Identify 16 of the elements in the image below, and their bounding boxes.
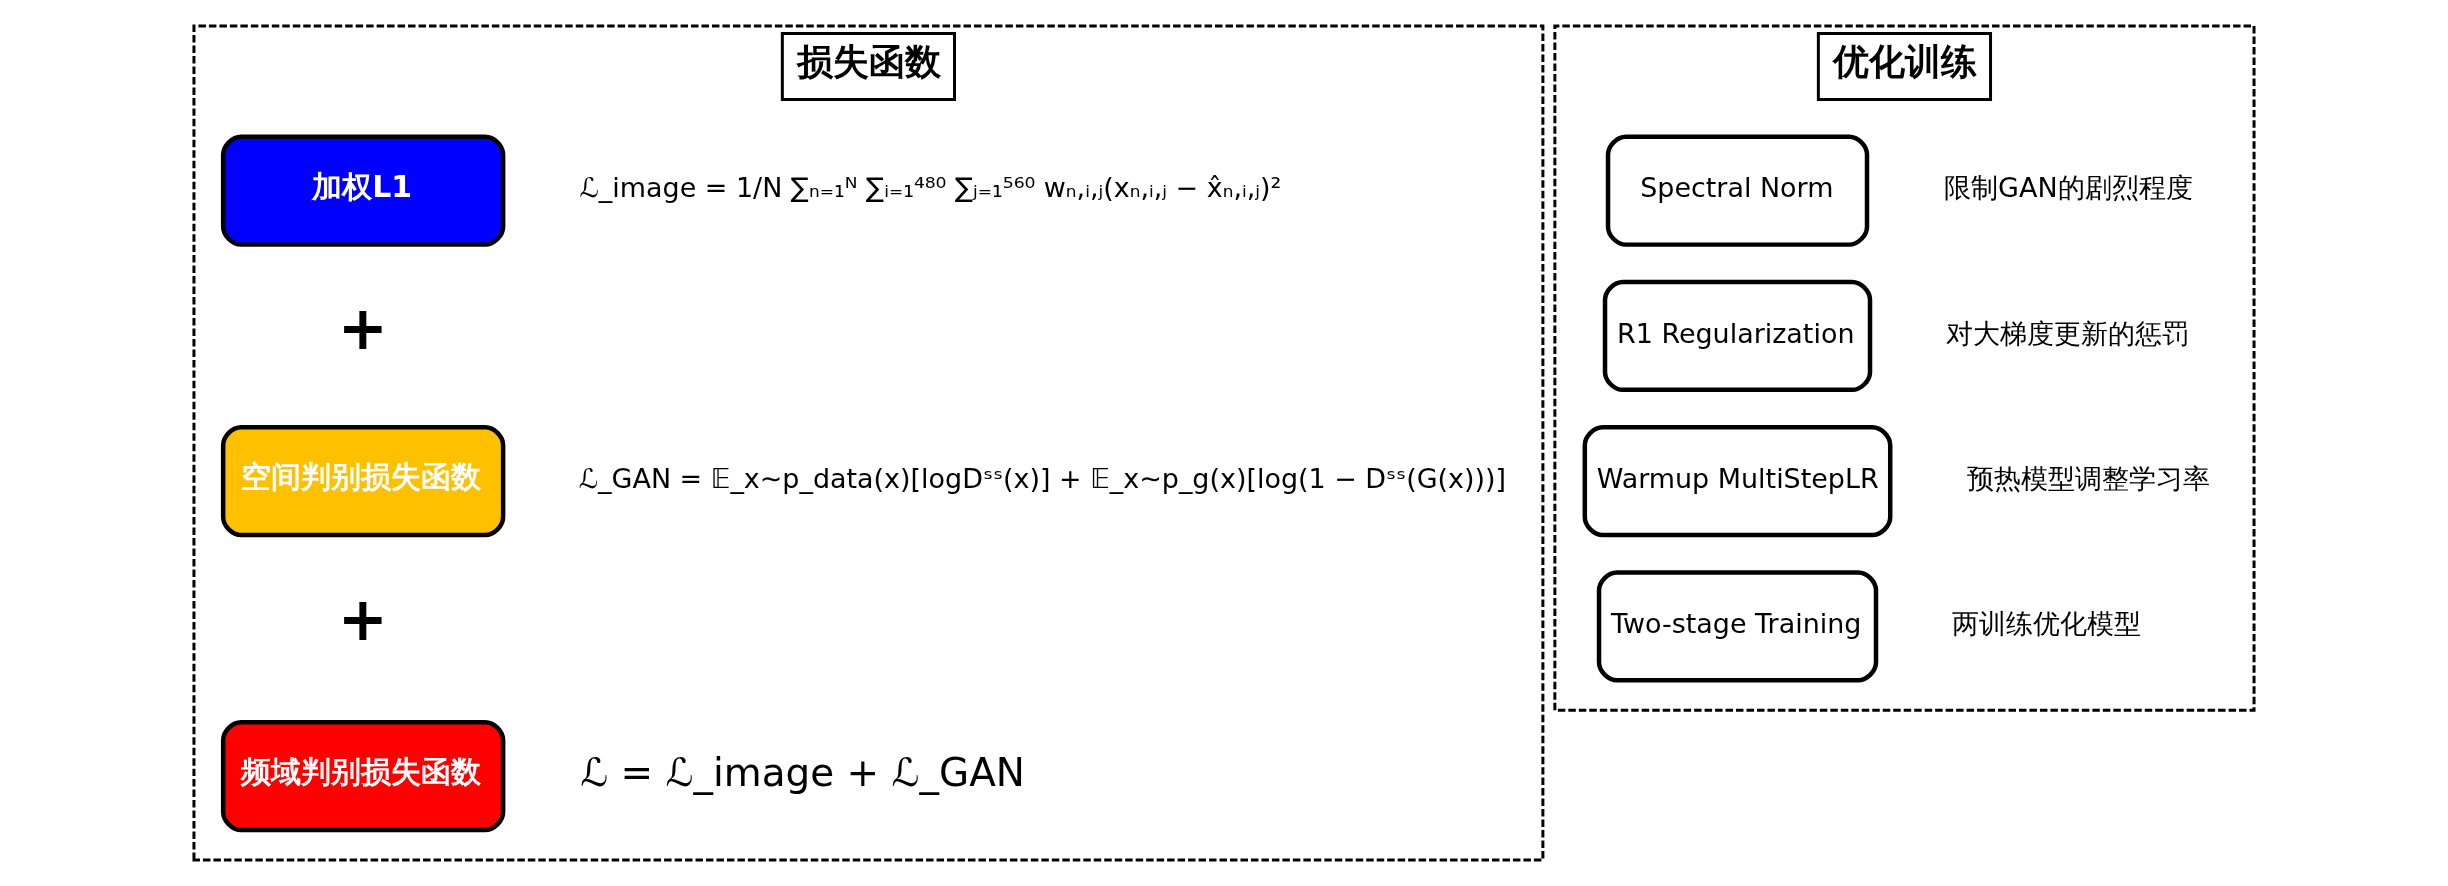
node-box: Warmup MultiStepLR [1582, 425, 1893, 538]
label: + [337, 583, 388, 654]
node-label: 预热模型调整学习率 [1967, 462, 2211, 494]
node-box: 空间判别损失函数 [220, 425, 506, 538]
node-label: 两训练优化模型 [1952, 607, 2142, 639]
node-label: 对大梯度更新的惩罚 [1946, 317, 2190, 349]
node-label: 限制GAN的剧烈程度 [1944, 172, 2193, 204]
node-box: 加权L1 [220, 134, 506, 247]
node-box: Spectral Norm [1605, 134, 1870, 247]
label: + [337, 293, 388, 364]
node-box: R1 Regularization [1602, 279, 1873, 393]
node-label: ℒ_GAN = 𝔼_x∼p_data(x)[logDˢˢ(x)] + 𝔼_x∼p_g(x)[log(1 − Dˢˢ(G(x)))] [578, 462, 1507, 494]
node-box: 频域判别损失函数 [220, 719, 506, 833]
label: ℒ = ℒ_image + ℒ_GAN [580, 749, 1025, 795]
node-label: ℒ_image = 1/N ∑ₙ₌₁ᴺ ∑ᵢ₌₁⁴⁸⁰ ∑ⱼ₌₁⁵⁶⁰ wₙ,ᵢ,ⱼ(xₙ,ᵢ,ⱼ − x̂ₙ,ᵢ,ⱼ)² [579, 172, 1282, 204]
node-box: Two-stage Training [1596, 570, 1879, 683]
